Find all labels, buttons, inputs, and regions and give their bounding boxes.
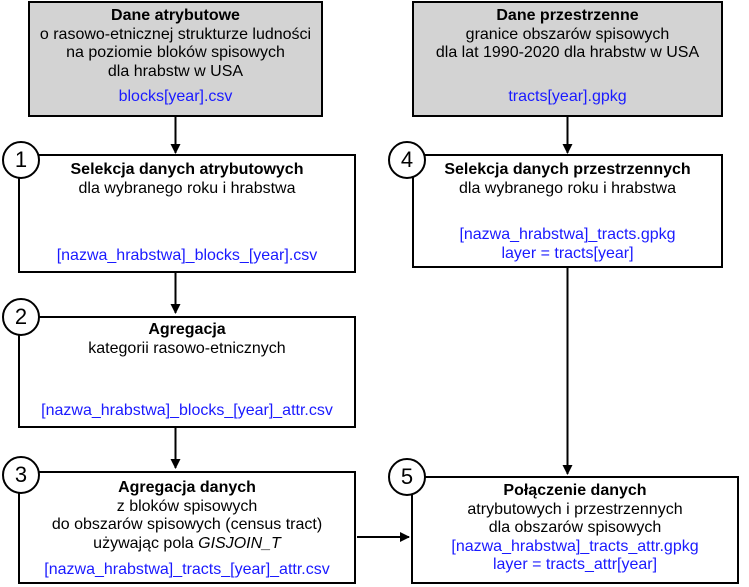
step-line: atrybutowych i przestrzennych bbox=[467, 500, 683, 518]
step-title: Agregacja bbox=[148, 321, 226, 338]
step-title: Agregacja danych bbox=[118, 479, 256, 496]
step-line-field: używając pola GISJOIN_T bbox=[93, 535, 281, 554]
step-number-badge: 3 bbox=[2, 456, 40, 494]
step-line: do obszarów spisowych (census tract) bbox=[51, 516, 323, 533]
step-number-badge: 5 bbox=[388, 458, 426, 496]
input-spatial-data: Dane przestrzenne granice obszarów spiso… bbox=[412, 1, 723, 117]
step-filename: [nazwa_hrabstwa]_blocks_[year].csv bbox=[56, 246, 318, 264]
step-filename: [nazwa_hrabstwa]_blocks_[year]_attr.csv bbox=[41, 401, 333, 419]
step-title: Selekcja danych przestrzennych bbox=[444, 161, 691, 178]
step-2-box: Agregacja kategorii rasowo-etnicznych [n… bbox=[18, 316, 356, 428]
field-name: GISJOIN_T bbox=[198, 534, 281, 552]
input-spatial-title: Dane przestrzenne bbox=[496, 7, 639, 24]
step-title: Selekcja danych atrybutowych bbox=[70, 161, 304, 178]
step-number-badge: 4 bbox=[388, 141, 426, 179]
input-attribute-data: Dane atrybutowe o rasowo-etnicznej struk… bbox=[28, 1, 323, 117]
step-filename: [nazwa_hrabstwa]_tracts_attr.gpkg bbox=[451, 537, 699, 555]
input-attribute-line: na poziomie bloków spisowych bbox=[66, 44, 285, 61]
step-title: Połączenie danych bbox=[503, 482, 647, 499]
step-line: kategorii rasowo-etnicznych bbox=[88, 339, 286, 357]
step-number-badge: 1 bbox=[2, 141, 40, 179]
input-attribute-line: o rasowo-etnicznej strukturze ludności bbox=[39, 25, 312, 43]
step-line: dla obszarów spisowych bbox=[488, 519, 662, 536]
input-spatial-filename: tracts[year].gpkg bbox=[508, 87, 627, 105]
step-number-badge: 2 bbox=[2, 298, 40, 336]
step-1-box: Selekcja danych atrybutowych dla wybrane… bbox=[18, 154, 356, 273]
step-layer: layer = tracts_attr[year] bbox=[492, 556, 658, 573]
step-5-box: Połączenie danych atrybutowych i przestr… bbox=[411, 476, 739, 584]
step-filename: [nazwa_hrabstwa]_tracts_[year]_attr.csv bbox=[44, 560, 330, 578]
input-spatial-line: granice obszarów spisowych bbox=[465, 25, 670, 43]
step-filename: [nazwa_hrabstwa]_tracts.gpkg bbox=[459, 226, 676, 243]
input-spatial-line: dla lat 1990-2020 dla hrabstw w USA bbox=[435, 44, 700, 61]
step-4-box: Selekcja danych przestrzennych dla wybra… bbox=[412, 154, 723, 268]
step-3-box: Agregacja danych z bloków spisowych do o… bbox=[18, 471, 356, 584]
input-attribute-title: Dane atrybutowe bbox=[111, 7, 240, 24]
step-line: dla wybranego roku i hrabstwa bbox=[78, 179, 296, 197]
input-attribute-filename: blocks[year].csv bbox=[118, 87, 233, 105]
step-line: z bloków spisowych bbox=[116, 497, 258, 515]
step-line: dla wybranego roku i hrabstwa bbox=[458, 179, 676, 197]
step-layer: layer = tracts[year] bbox=[501, 244, 634, 262]
input-attribute-line: dla hrabstw w USA bbox=[107, 62, 244, 80]
step-line-prefix: używając pola bbox=[93, 534, 199, 552]
